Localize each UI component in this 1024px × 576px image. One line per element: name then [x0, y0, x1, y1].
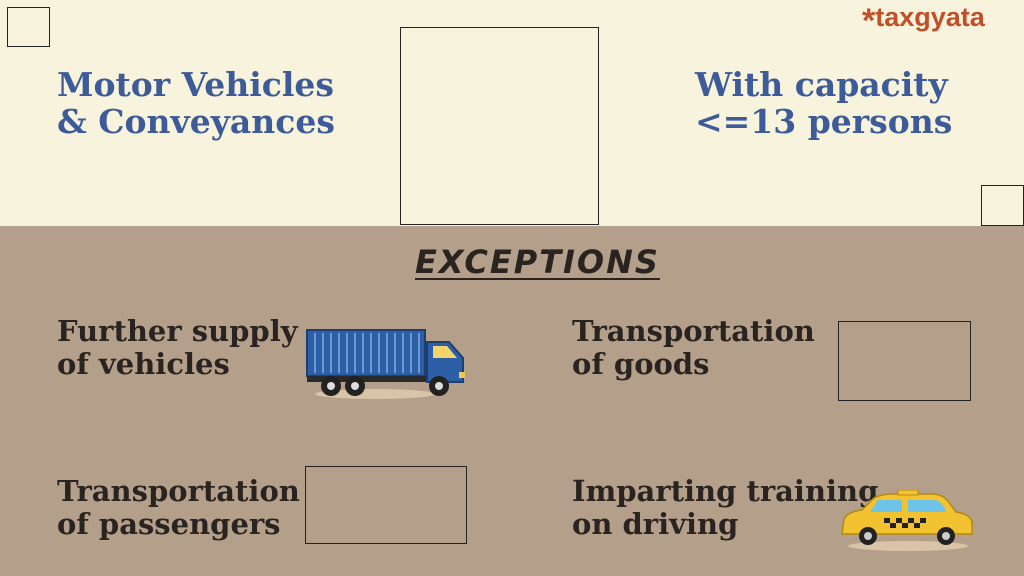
image-placeholder-goods	[838, 321, 971, 401]
exception-goods: Transportation of goods	[572, 314, 815, 381]
exception-training: Imparting training on driving	[572, 474, 879, 541]
image-placeholder-passengers	[305, 466, 467, 544]
image-placeholder-right	[981, 185, 1024, 226]
exception-further-supply: Further supply of vehicles	[57, 314, 298, 381]
image-placeholder-center	[400, 27, 599, 225]
capacity-title: With capacity <=13 persons	[695, 65, 953, 141]
exceptions-heading: EXCEPTIONS	[415, 243, 660, 281]
taxgyata-logo: *taxgyata	[862, 2, 985, 40]
exception-passengers: Transportation of passengers	[57, 474, 300, 541]
taxi-icon	[841, 490, 973, 551]
truck-icon	[306, 329, 465, 399]
image-placeholder-top-left	[7, 7, 50, 47]
motor-vehicles-title: Motor Vehicles & Conveyances	[57, 65, 335, 141]
top-panel	[0, 0, 1024, 226]
